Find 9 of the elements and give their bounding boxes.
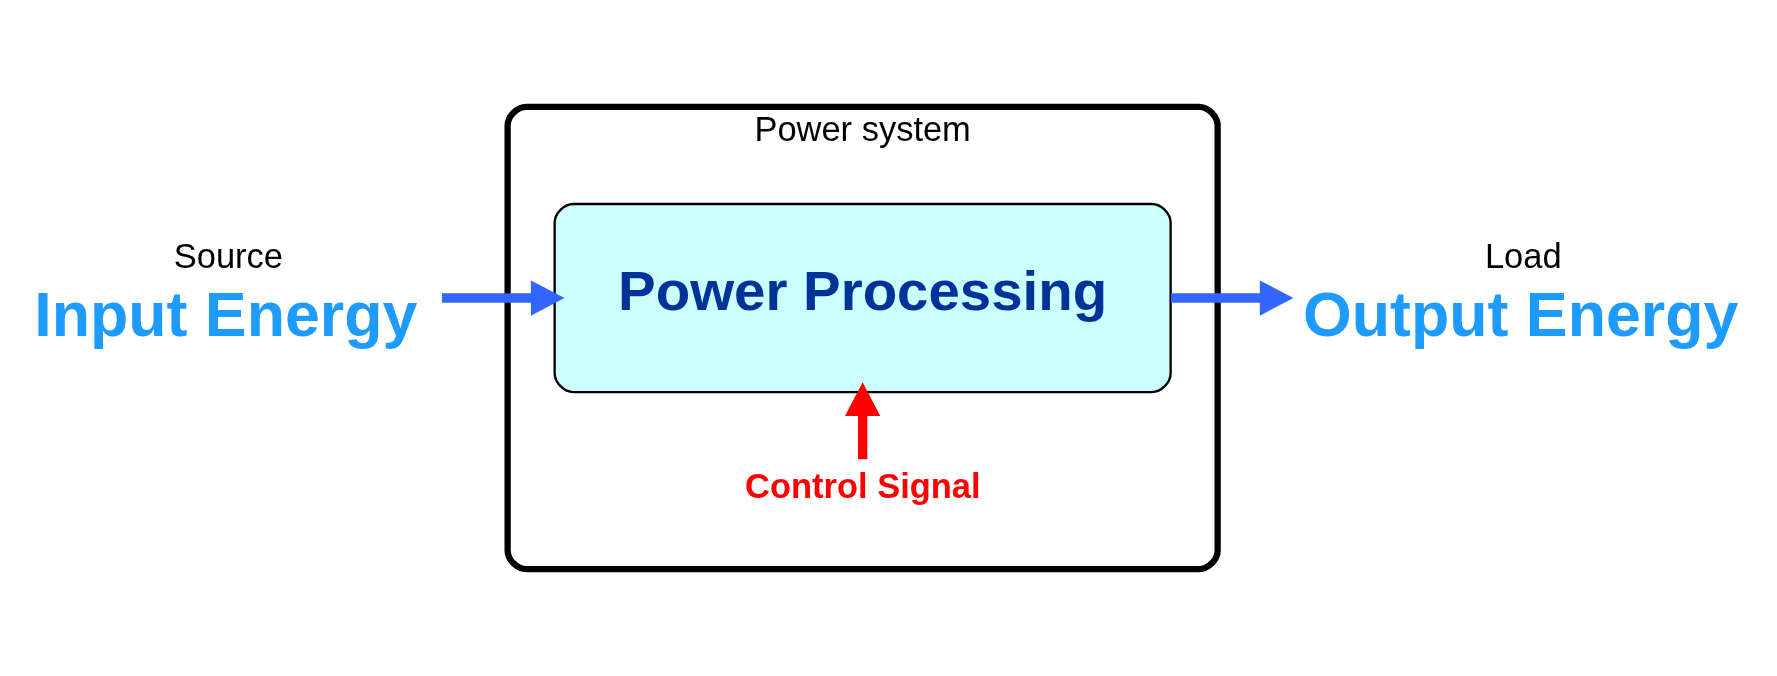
- node-box: Power Processing: [553, 202, 1172, 394]
- arrow: [845, 382, 881, 460]
- node-text: Input Energy: [34, 278, 418, 349]
- arrow: [442, 280, 565, 316]
- arrow: [1170, 280, 1294, 316]
- node-text: Control Signal: [745, 467, 981, 506]
- node-label: Load: [1484, 236, 1562, 275]
- node-text: Output Energy: [1303, 278, 1739, 349]
- node-label: Source: [173, 236, 283, 275]
